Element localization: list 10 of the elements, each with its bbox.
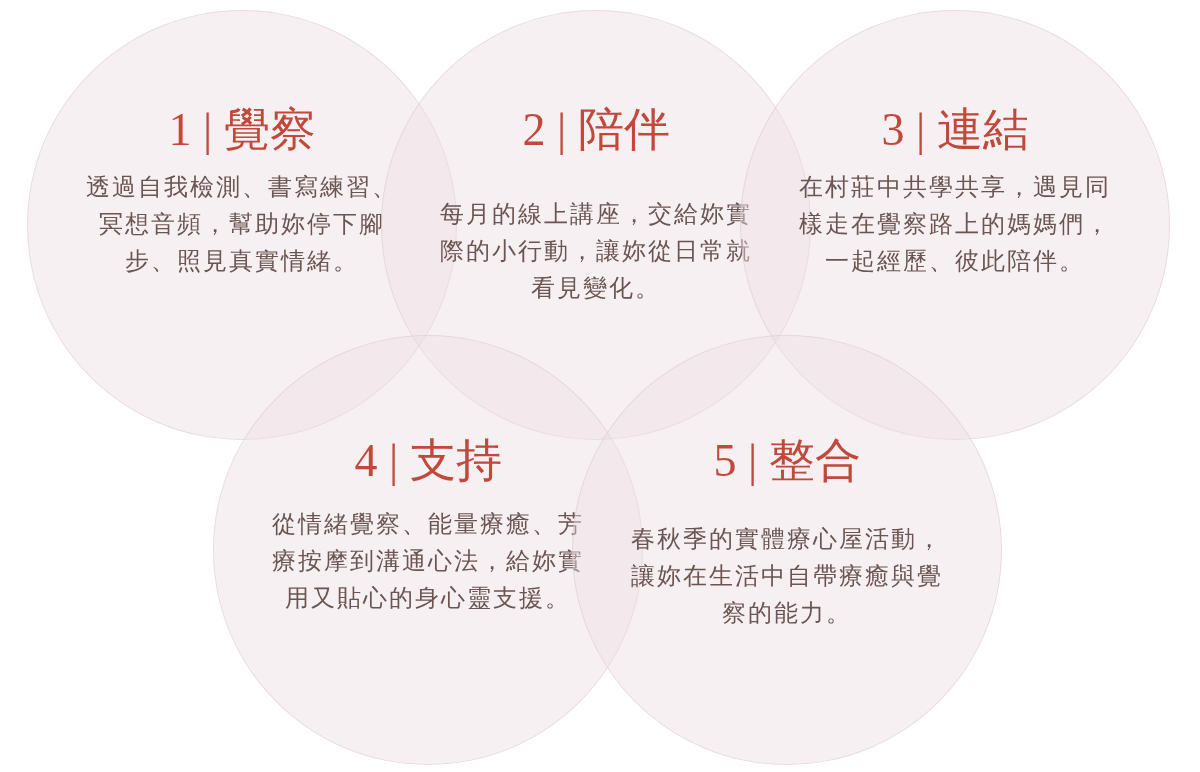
circle-heading: 2 | 陪伴 — [521, 103, 671, 157]
description-text: 從情緒覺察、能量療癒、芳療按摩到溝通心法，給妳實用又貼心的身心靈支援。 — [272, 509, 584, 614]
circle-heading: 4 | 支持 — [353, 434, 503, 488]
description-text: 透過自我檢測、書寫練習、冥想音頻，幫助妳停下腳步、照見真實情緒。 — [86, 172, 398, 277]
description-text: 春秋季的實體療心屋活動，讓妳在生活中自帶療癒與覺察的能力。 — [631, 524, 943, 629]
description-text: 在村莊中共學共享，遇見同樣走在覺察路上的媽媽們，一起經歷、彼此陪伴。 — [799, 172, 1111, 277]
circle-heading: 1 | 覺察 — [167, 103, 317, 157]
circle-heading: 3 | 連結 — [880, 103, 1030, 157]
description-text: 每月的線上講座，交給妳實際的小行動，讓妳從日常就看見變化。 — [440, 199, 752, 304]
circle-heading: 5 | 整合 — [712, 434, 862, 488]
